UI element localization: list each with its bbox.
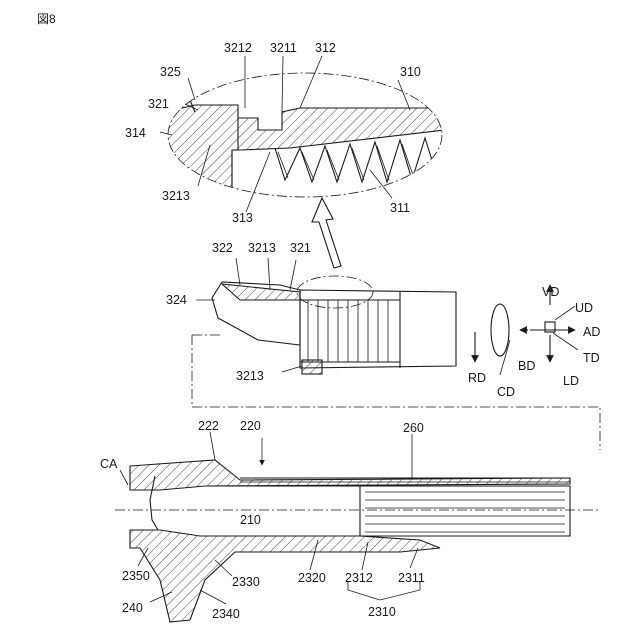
label-312: 312: [315, 41, 336, 55]
label-UD: UD: [575, 301, 593, 315]
label-CD: CD: [497, 385, 515, 399]
label-2310: 2310: [368, 605, 396, 619]
label-321-top: 321: [148, 97, 169, 111]
label-2350: 2350: [122, 569, 150, 583]
label-3213-low: 3213: [236, 369, 264, 383]
label-CA: CA: [100, 457, 118, 471]
label-260: 260: [403, 421, 424, 435]
label-2330: 2330: [232, 575, 260, 589]
label-RD: RD: [468, 371, 486, 385]
cap-leaders: [196, 258, 302, 372]
label-BD: BD: [518, 359, 535, 373]
label-240: 240: [122, 601, 143, 615]
label-324: 324: [166, 293, 187, 307]
label-321-mid: 321: [290, 241, 311, 255]
label-222: 222: [198, 419, 219, 433]
label-3213-mid: 3213: [248, 241, 276, 255]
label-310: 310: [400, 65, 421, 79]
label-LD: LD: [563, 374, 579, 388]
label-313: 313: [232, 211, 253, 225]
magnify-arrow: [312, 198, 341, 268]
cap-component: [212, 276, 456, 374]
label-TD: TD: [583, 351, 600, 365]
label-311: 311: [390, 201, 410, 215]
label-AD: AD: [583, 325, 600, 339]
label-314: 314: [125, 126, 146, 140]
label-3212: 3212: [224, 41, 252, 55]
label-3213-top: 3213: [162, 189, 190, 203]
label-2340: 2340: [212, 607, 240, 621]
tube-assembly: [115, 460, 600, 622]
label-325: 325: [160, 65, 181, 79]
label-3211: 3211: [270, 41, 297, 55]
label-322: 322: [212, 241, 233, 255]
label-210: 210: [240, 513, 261, 527]
label-2311: 2311: [398, 571, 425, 585]
label-VD: VD: [542, 285, 559, 299]
label-2320: 2320: [298, 571, 326, 585]
label-2312: 2312: [345, 571, 373, 585]
label-220: 220: [240, 419, 261, 433]
